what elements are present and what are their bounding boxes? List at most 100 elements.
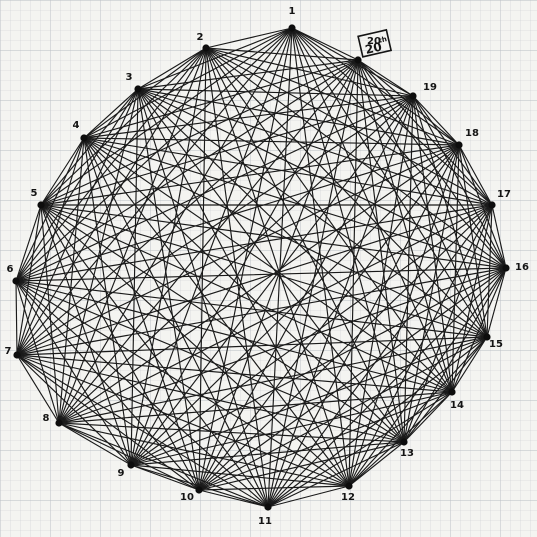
edge-16-20 — [357, 59, 507, 269]
vertex-18 — [455, 141, 463, 149]
vertex-16 — [502, 264, 510, 272]
edge-15-18 — [458, 144, 488, 338]
edge-10-17 — [198, 204, 493, 491]
edge-19-20 — [357, 59, 414, 97]
edge-8-9 — [58, 422, 132, 466]
vertex-label-9: 9 — [118, 468, 125, 479]
edge-3-17 — [137, 88, 493, 206]
vertex-10 — [195, 486, 203, 494]
edge-2-12 — [205, 47, 350, 487]
edge-2-6 — [15, 47, 207, 282]
edge-6-20 — [15, 59, 359, 282]
edge-7-8 — [16, 354, 60, 424]
edge-4-16 — [83, 137, 507, 269]
graph-vertices — [12, 24, 510, 511]
vertex-label-6: 6 — [7, 264, 14, 275]
edge-2-15 — [205, 47, 488, 338]
edge-4-17 — [83, 137, 493, 206]
edge-9-12 — [130, 464, 350, 487]
graph-edges — [15, 27, 507, 508]
edge-4-11 — [83, 137, 269, 508]
edge-14-17 — [451, 204, 493, 393]
edge-4-19 — [83, 95, 414, 139]
edge-17-18 — [458, 144, 493, 206]
edge-15-17 — [486, 204, 493, 338]
count-badge-box — [357, 28, 393, 58]
vertex-17 — [488, 201, 496, 209]
vertex-label-11: 11 — [258, 516, 272, 527]
edge-13-19 — [403, 95, 414, 443]
edge-12-18 — [348, 144, 460, 487]
edge-10-11 — [198, 489, 269, 508]
edge-10-19 — [198, 95, 414, 491]
edge-15-16 — [486, 267, 507, 338]
edge-11-16 — [267, 267, 507, 508]
vertex-20 — [354, 56, 362, 64]
vertex-label-2: 2 — [197, 32, 204, 43]
edge-3-18 — [137, 88, 460, 146]
edge-5-12 — [40, 204, 350, 487]
edge-7-9 — [16, 354, 132, 466]
edge-12-17 — [348, 204, 493, 487]
edge-8-12 — [58, 422, 350, 487]
edge-3-15 — [137, 88, 488, 338]
edge-16-19 — [412, 95, 507, 269]
edge-8-19 — [58, 95, 414, 424]
vertex-label-5: 5 — [31, 188, 38, 199]
edge-6-19 — [15, 95, 414, 282]
edge-4-20 — [83, 59, 359, 139]
vertex-label-13: 13 — [400, 448, 414, 459]
edge-9-18 — [130, 144, 460, 466]
vertex-8 — [55, 419, 63, 427]
edge-5-13 — [40, 204, 405, 443]
vertex-5 — [37, 201, 45, 209]
vertex-15 — [483, 333, 491, 341]
edge-14-16 — [451, 267, 507, 393]
vertex-label-15: 15 — [489, 339, 503, 350]
edge-15-19 — [412, 95, 488, 338]
edge-3-5 — [40, 88, 139, 206]
vertex-label-10: 10 — [180, 492, 194, 503]
edge-13-18 — [403, 144, 460, 443]
edge-9-17 — [130, 204, 493, 466]
edge-7-11 — [16, 354, 269, 508]
edge-5-19 — [40, 95, 414, 206]
edge-16-18 — [458, 144, 507, 269]
edge-1-9 — [130, 27, 293, 466]
edge-1-18 — [291, 27, 460, 146]
edge-9-19 — [130, 95, 414, 466]
edge-9-14 — [130, 391, 453, 466]
edge-13-17 — [403, 204, 493, 443]
edge-1-2 — [205, 27, 293, 49]
vertex-label-20: 20 — [367, 36, 381, 47]
edge-2-3 — [137, 47, 207, 90]
edge-11-19 — [267, 95, 414, 508]
edge-6-8 — [15, 280, 60, 424]
edge-2-13 — [205, 47, 405, 443]
edge-4-14 — [83, 137, 453, 393]
edge-10-20 — [198, 59, 359, 491]
edge-1-20 — [291, 27, 359, 61]
vertex-label-19: 19 — [423, 82, 437, 93]
edge-9-10 — [130, 464, 200, 491]
edge-8-18 — [58, 144, 460, 424]
edge-8-20 — [58, 59, 359, 424]
edge-10-13 — [198, 441, 405, 491]
count-badge-superscript: th — [378, 35, 388, 45]
edge-12-16 — [348, 267, 507, 487]
edge-7-20 — [16, 59, 359, 356]
edge-6-18 — [15, 144, 460, 282]
edge-11-13 — [267, 441, 405, 508]
vertex-11 — [264, 503, 272, 511]
edge-5-16 — [40, 204, 507, 269]
edge-3-9 — [130, 88, 139, 466]
edge-10-12 — [198, 485, 350, 491]
vertex-14 — [448, 388, 456, 396]
edge-13-15 — [403, 336, 488, 443]
edge-1-14 — [291, 27, 453, 393]
vertex-label-17: 17 — [497, 189, 511, 200]
edge-5-14 — [40, 204, 453, 393]
edge-11-20 — [267, 59, 359, 508]
